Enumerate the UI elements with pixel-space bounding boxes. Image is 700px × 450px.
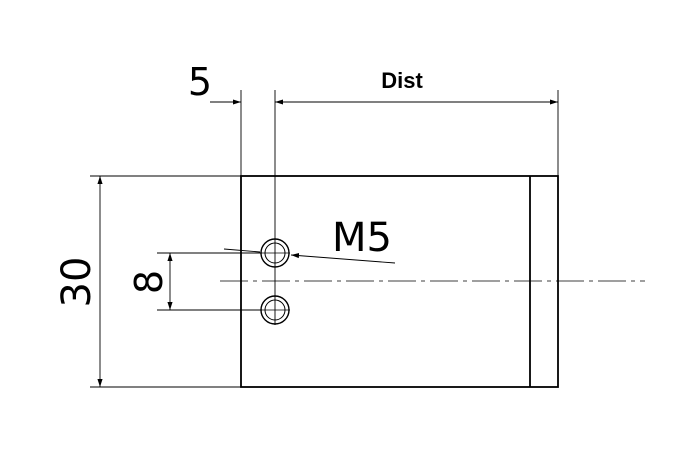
dim-distance-label: Dist bbox=[381, 68, 423, 93]
thread-label: M5 bbox=[332, 215, 392, 261]
dim-offset-label: 5 bbox=[188, 60, 212, 104]
dim-height-label: 30 bbox=[54, 257, 100, 308]
extension-lines bbox=[90, 90, 559, 388]
dim-hole-spacing-label: 8 bbox=[127, 270, 171, 294]
thread-leader bbox=[223, 248, 396, 264]
part-outline bbox=[240, 175, 559, 388]
part-body bbox=[240, 175, 559, 388]
